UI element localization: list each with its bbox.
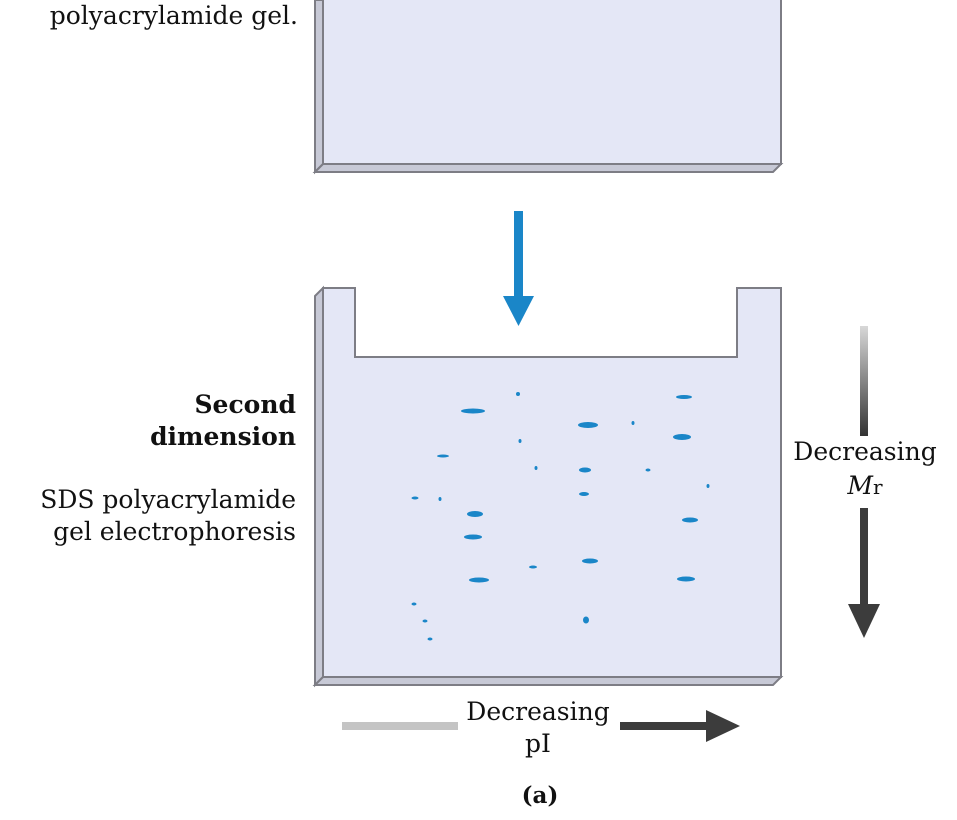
first-dimension-gel bbox=[312, 0, 784, 175]
first-gel-side bbox=[314, 0, 324, 175]
decreasing-pi-word: Decreasing bbox=[466, 697, 610, 726]
pi-arrow-icon bbox=[342, 710, 740, 742]
mr-arrow-icon bbox=[848, 326, 880, 638]
protein-spot bbox=[467, 511, 483, 517]
second-dimension-gel bbox=[312, 285, 784, 688]
protein-spot bbox=[579, 492, 589, 496]
protein-spot bbox=[582, 558, 598, 564]
second-dimension-label-line2: dimension bbox=[150, 422, 296, 451]
protein-spot bbox=[438, 497, 442, 501]
mr-symbol-label: Mr bbox=[788, 470, 942, 503]
protein-spot bbox=[422, 619, 428, 623]
protein-spot bbox=[529, 565, 537, 569]
second-gel-face bbox=[322, 287, 782, 678]
protein-spot bbox=[579, 467, 591, 473]
protein-spots bbox=[411, 392, 710, 641]
second-gel-bottom bbox=[312, 676, 784, 686]
transfer-arrow-icon bbox=[503, 211, 534, 326]
protein-spot bbox=[676, 395, 692, 399]
protein-spot bbox=[461, 408, 485, 414]
decreasing-mr-word: Decreasing bbox=[793, 437, 937, 466]
panel-label: (a) bbox=[521, 782, 559, 809]
protein-spot bbox=[677, 576, 695, 582]
protein-spot bbox=[706, 484, 710, 488]
protein-spot bbox=[516, 392, 520, 396]
second-dimension-label-line1: Second bbox=[194, 390, 296, 419]
protein-spot bbox=[645, 468, 651, 472]
mr-symbol: M bbox=[847, 471, 874, 500]
protein-spot bbox=[583, 616, 589, 624]
protein-spot bbox=[518, 439, 522, 443]
second-gel-side bbox=[314, 285, 324, 688]
protein-spot bbox=[469, 577, 489, 583]
protein-spot bbox=[631, 421, 635, 425]
protein-spot bbox=[437, 454, 449, 458]
first-gel-face bbox=[322, 0, 782, 165]
protein-spot bbox=[464, 534, 482, 540]
protein-spot bbox=[682, 517, 698, 523]
first-gel-bottom bbox=[312, 163, 784, 173]
protein-spot bbox=[411, 602, 417, 606]
sds-label-line1: SDS polyacrylamide bbox=[40, 485, 296, 514]
protein-spot bbox=[427, 637, 433, 641]
pi-symbol-label: pI bbox=[525, 729, 551, 758]
protein-spot bbox=[534, 466, 538, 470]
protein-spot bbox=[578, 422, 598, 428]
protein-spot bbox=[411, 496, 419, 500]
mr-subscript: r bbox=[873, 475, 883, 499]
first-gel-caption: polyacrylamide gel. bbox=[49, 1, 298, 30]
protein-spot bbox=[673, 434, 691, 440]
sds-label-line2: gel electrophoresis bbox=[53, 517, 296, 546]
